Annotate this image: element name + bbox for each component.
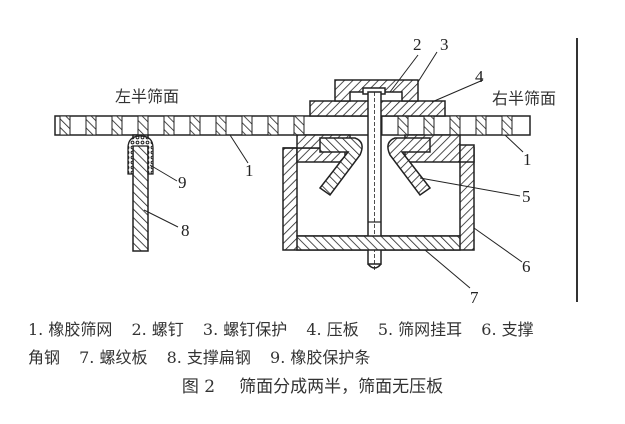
figure-title: 筛面分成两半，筛面无压板 bbox=[239, 377, 444, 397]
mesh-rib bbox=[475, 115, 487, 136]
callout-4: 4 bbox=[475, 67, 484, 86]
figure-caption: 图 2 筛面分成两半，筛面无压板 bbox=[0, 372, 625, 397]
legend-item: 2. 螺钉 bbox=[131, 320, 184, 339]
legend-item: 1. 橡胶筛网 bbox=[28, 320, 113, 339]
callout-7: 7 bbox=[470, 288, 479, 307]
legend-item: 6. 支撑 bbox=[481, 320, 534, 339]
callout-1-right: 1 bbox=[523, 150, 532, 169]
callout-6: 6 bbox=[522, 257, 531, 276]
rubber-screen-mesh bbox=[54, 115, 531, 136]
legend-item: 5. 筛网挂耳 bbox=[377, 320, 463, 339]
support-flat-steel bbox=[132, 134, 149, 252]
legend-line-1: 1. 橡胶筛网 2. 螺钉 3. 螺钉保护 4. 压板 5. 筛网挂耳 6. 支… bbox=[28, 316, 625, 340]
mesh-rib bbox=[293, 115, 305, 136]
mesh-rib bbox=[449, 115, 461, 136]
callout-2: 2 bbox=[413, 35, 422, 54]
threaded-plate bbox=[296, 235, 461, 251]
legend-item: 9. 橡胶保护条 bbox=[270, 348, 371, 367]
cross-section-diagram: 左半筛面 右半筛面 1 2 3 4 5 6 7 8 9 1 bbox=[54, 35, 578, 307]
mesh-rib bbox=[163, 115, 175, 136]
legend-item: 8. 支撑扁钢 bbox=[166, 348, 251, 367]
callout-9: 9 bbox=[178, 173, 187, 192]
callout-3: 3 bbox=[440, 35, 449, 54]
mesh-rib bbox=[215, 115, 227, 136]
mesh-rib bbox=[501, 115, 513, 136]
mesh-rib bbox=[423, 115, 435, 136]
legend-item: 3. 螺钉保护 bbox=[202, 320, 288, 339]
rubber-protection-strip bbox=[127, 135, 154, 175]
mesh-rib bbox=[59, 115, 71, 136]
right-half-screen-label: 右半筛面 bbox=[492, 89, 556, 108]
leader-lines bbox=[143, 51, 524, 289]
callout-5: 5 bbox=[522, 187, 531, 206]
legend-item: 角钢 bbox=[28, 348, 61, 367]
mesh-rib bbox=[111, 115, 123, 136]
mesh-rib bbox=[85, 115, 97, 136]
legend-line-2: 角钢 7. 螺纹板 8. 支撑扁钢 9. 橡胶保护条 bbox=[28, 344, 625, 368]
callout-8: 8 bbox=[181, 221, 190, 240]
mesh-rib bbox=[267, 115, 279, 136]
mesh-rib bbox=[241, 115, 253, 136]
mesh-rib bbox=[137, 115, 149, 136]
screen-hanger-ears bbox=[318, 137, 432, 197]
mesh-rib bbox=[397, 115, 409, 136]
mesh-rib bbox=[189, 115, 201, 136]
legend-item: 7. 螺纹板 bbox=[79, 348, 148, 367]
figure-number: 图 2 bbox=[181, 377, 216, 397]
bolt bbox=[362, 87, 386, 270]
legend-item: 4. 压板 bbox=[306, 320, 359, 339]
left-half-screen-label: 左半筛面 bbox=[115, 87, 179, 106]
callout-1-left: 1 bbox=[245, 161, 254, 180]
